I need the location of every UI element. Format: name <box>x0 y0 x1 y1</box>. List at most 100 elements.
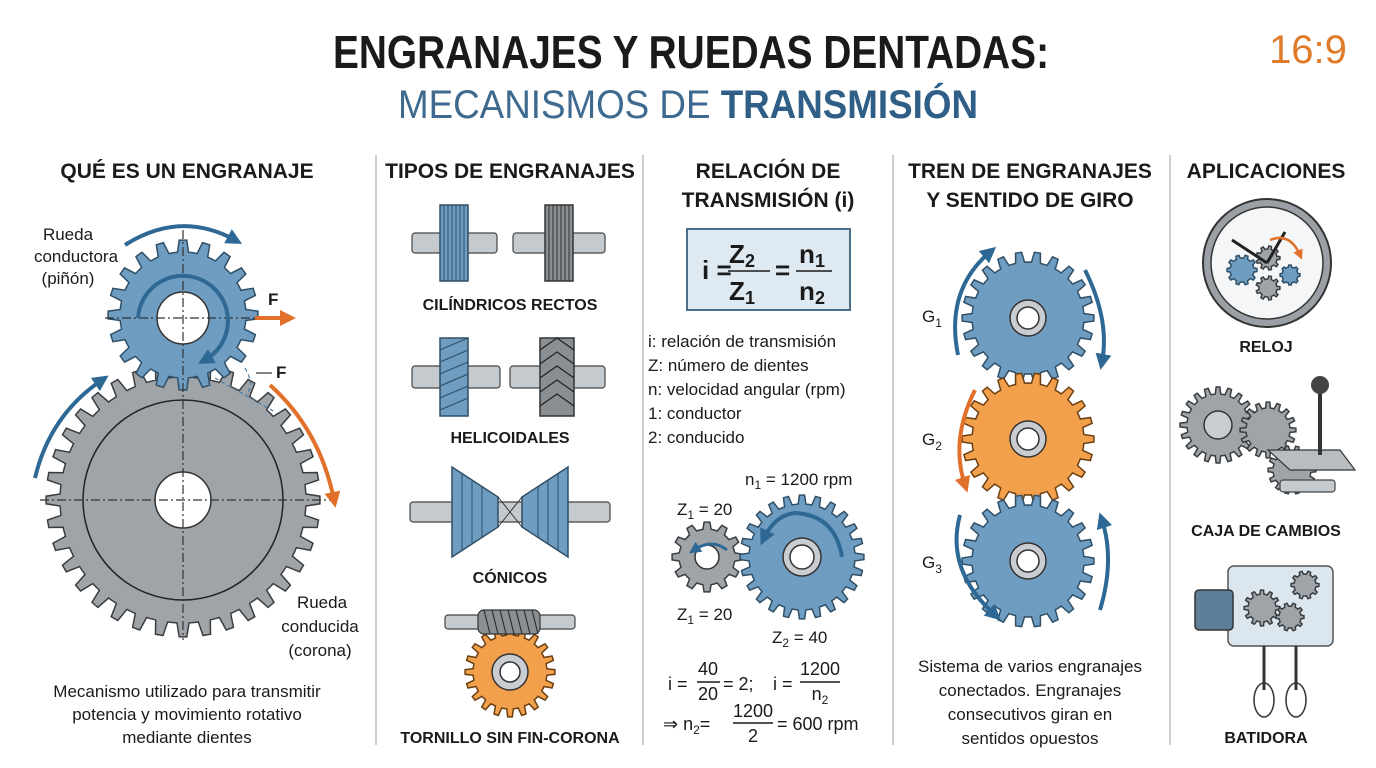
desc-line: Sistema de varios engranajes <box>918 657 1142 676</box>
rotation-arrow-g1-right-icon <box>1083 269 1112 370</box>
type-label-bevel: CÓNICOS <box>473 568 548 587</box>
label-line: conducida <box>281 617 359 636</box>
legend-line: 1: conductor <box>648 404 742 423</box>
center-line <box>40 230 330 640</box>
calc-text: 20 <box>698 684 718 704</box>
example-z2: Z2 = 40 <box>772 628 827 650</box>
label-line: Rueda <box>297 593 348 612</box>
rotation-arrow-icon <box>760 510 844 558</box>
header-line: TREN DE ENGRANAJES <box>908 160 1152 183</box>
worm-gear-illustration <box>444 609 576 718</box>
gear-icon <box>1255 275 1281 301</box>
driver-label: Rueda conductora (piñón) <box>34 225 119 288</box>
helical-gears-illustration <box>411 337 606 417</box>
rotation-arrow-g3-right-icon <box>1096 512 1113 611</box>
label-line: (piñón) <box>42 269 95 288</box>
rotation-arrow-force-icon <box>268 383 341 508</box>
formula-den2: n2 <box>799 276 825 308</box>
legend-line: n: velocidad angular (rpm) <box>648 380 845 399</box>
driven-label: Rueda conducida (corona) <box>281 593 359 660</box>
calc-text: n2 <box>812 684 829 707</box>
col4-description: Sistema de varios engranajes conectados. … <box>918 657 1142 748</box>
desc-line: Mecanismo utilizado para transmitir <box>53 682 321 701</box>
label-line: Rueda <box>43 225 94 244</box>
app-label-clock: RELOJ <box>1239 339 1292 356</box>
calc-text: i = <box>773 674 793 694</box>
gear-icon <box>1279 264 1301 286</box>
example-gears <box>671 494 865 620</box>
desc-line: sentidos opuestos <box>961 729 1098 748</box>
type-label-worm: TORNILLO SIN FIN-CORONA <box>400 730 620 747</box>
header-line: Y SENTIDO DE GIRO <box>926 189 1133 212</box>
formula-eq: = <box>775 255 790 285</box>
clock-icon <box>1202 198 1332 328</box>
mixer-icon <box>1194 565 1334 718</box>
rotation-arrow-inner-icon <box>136 273 230 364</box>
rotation-arrow-g2-icon <box>954 389 977 493</box>
formula-i: i = <box>702 255 732 285</box>
gear-train <box>953 246 1113 628</box>
calc-text: = 2; <box>723 674 754 694</box>
example-z1-bottom: Z1 = 20 <box>677 605 732 627</box>
gear-icon <box>1226 254 1258 286</box>
header-line: TRANSMISIÓN (i) <box>682 188 855 212</box>
col1-description: Mecanismo utilizado para transmitir poten… <box>53 682 321 747</box>
calc-text: 40 <box>698 659 718 679</box>
subtitle-bold: TRANSMISIÓN <box>721 81 978 127</box>
col3-header: RELACIÓN DE TRANSMISIÓN (i) <box>682 159 855 212</box>
label-g3: G3 <box>922 553 942 576</box>
pressure-line <box>214 367 276 413</box>
desc-line: mediante dientes <box>122 728 251 747</box>
gearbox-icon <box>1179 376 1357 495</box>
legend-line: i: relación de transmisión <box>648 332 836 351</box>
label-g2: G2 <box>922 430 942 453</box>
subtitle-regular: MECANISMOS DE <box>398 83 721 127</box>
calc-text: ⇒ n2= <box>663 714 710 737</box>
col5-header: APLICACIONES <box>1187 160 1346 183</box>
col4-header: TREN DE ENGRANAJES Y SENTIDO DE GIRO <box>908 160 1152 212</box>
formula-num1: Z2 <box>729 239 755 271</box>
col1-header: QUÉ ES UN ENGRANAJE <box>60 160 313 183</box>
transmission-formula-box: i = Z2 Z1 = n1 n2 <box>686 228 851 311</box>
type-label-spur: CILÍNDRICOS RECTOS <box>423 295 598 314</box>
spur-gears-illustration <box>411 204 606 282</box>
label-g1: G1 <box>922 307 942 330</box>
app-label-gearbox: CAJA DE CAMBIOS <box>1191 523 1341 540</box>
legend-line: Z: número de dientes <box>648 356 809 375</box>
force-label: F <box>268 290 278 309</box>
calc-text: 1200 <box>800 659 840 679</box>
rotation-arrow-g1-left-icon <box>953 246 997 356</box>
title-line1: ENGRANAJES Y RUEDAS DENTADAS: <box>333 26 1049 78</box>
calc-text: i = <box>668 674 688 694</box>
type-label-helical: HELICOIDALES <box>450 430 569 447</box>
formula-den1: Z1 <box>729 276 755 308</box>
gear-pair-diagram <box>33 224 341 640</box>
aspect-badge: 16:9 <box>1269 28 1347 72</box>
desc-line: conectados. Engranajes <box>939 681 1121 700</box>
rotation-arrow-g3-left-icon <box>954 514 1001 621</box>
rotation-arrow-icon <box>689 541 728 554</box>
example-calculation: i = 40 20 = 2; i = 1200 n2 ⇒ n2= 1200 2 … <box>663 659 859 746</box>
example-n1: n1 = 1200 rpm <box>745 470 852 492</box>
legend-line: 2: conducido <box>648 428 744 447</box>
desc-line: consecutivos giran en <box>948 705 1112 724</box>
calc-text: = 600 rpm <box>777 714 859 734</box>
formula-num2: n1 <box>799 239 825 271</box>
desc-line: potencia y movimiento rotativo <box>72 705 302 724</box>
force-label-2: F <box>276 363 286 382</box>
gear-icon <box>1290 570 1320 600</box>
calc-text: 2 <box>748 726 758 746</box>
label-line: (corona) <box>288 641 351 660</box>
rotation-arrow-driver-icon <box>123 224 243 247</box>
col2-header: TIPOS DE ENGRANAJES <box>385 160 635 183</box>
header-line: RELACIÓN DE <box>696 159 841 183</box>
gear-icon <box>1275 602 1305 632</box>
bevel-gears-illustration <box>409 465 611 559</box>
app-label-mixer: BATIDORA <box>1224 730 1308 747</box>
title-line2: MECANISMOS DE TRANSMISIÓN <box>398 81 978 127</box>
formula-legend: i: relación de transmisión Z: número de d… <box>648 332 845 447</box>
gear-icon <box>1243 589 1281 627</box>
label-line: conductora <box>34 247 119 266</box>
example-z1-top: Z1 = 20 <box>677 500 732 522</box>
